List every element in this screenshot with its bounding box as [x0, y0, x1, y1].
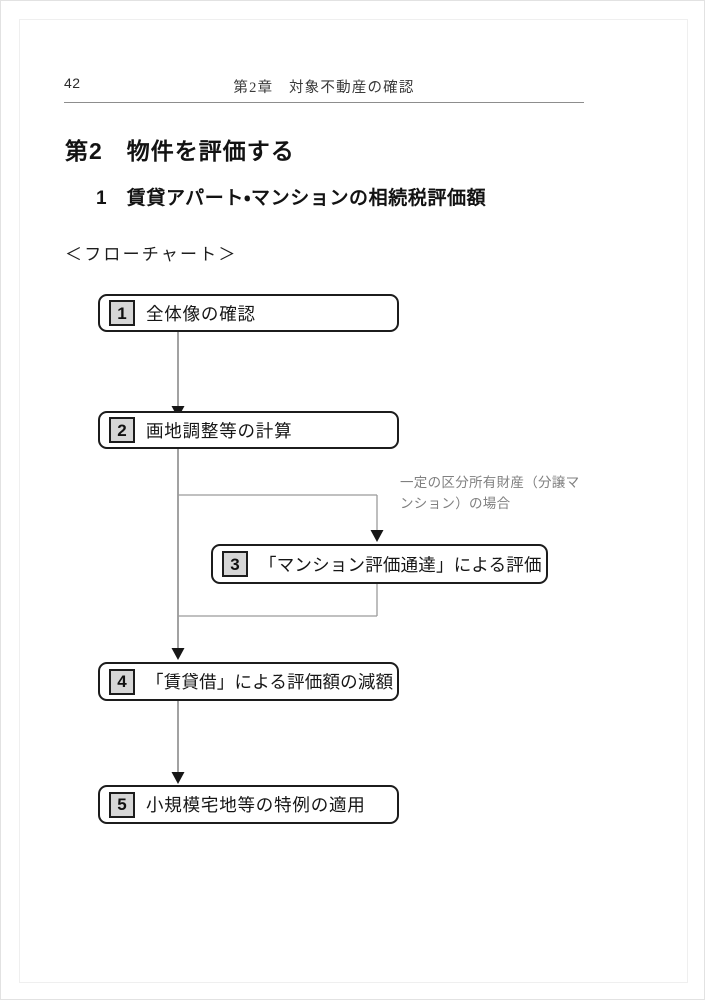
page-title: 第2 物件を評価する: [65, 138, 295, 164]
flow-node-1[interactable]: 1 全体像の確認: [98, 294, 399, 332]
flow-node-2-badge: 2: [109, 417, 135, 443]
flowchart-caption: ＜フローチャート＞: [65, 245, 238, 264]
flow-node-3[interactable]: 3 「マンション評価通達」による評価: [211, 544, 548, 584]
page-number: 42: [64, 75, 81, 91]
flow-node-4-badge: 4: [109, 668, 135, 695]
flow-node-5-label: 小規模宅地等の特例の適用: [146, 795, 366, 815]
flow-node-1-badge: 1: [109, 300, 135, 326]
arrowhead-into-box-4: [171, 648, 185, 660]
arrowhead-into-box-3: [370, 530, 384, 542]
subsection-title: 1 賃貸アパート・マンションの相続税評価額: [96, 188, 487, 209]
running-head: 42 第2章 対象不動産の確認: [64, 75, 584, 99]
page-inner-frame: [19, 19, 688, 983]
flow-node-1-label: 全体像の確認: [146, 303, 256, 324]
flow-node-2-label: 画地調整等の計算: [146, 420, 293, 441]
flow-node-4-label: 「賃貸借」による評価額の減額: [146, 672, 394, 692]
flow-node-5[interactable]: 5 小規模宅地等の特例の適用: [98, 785, 399, 824]
flow-node-4[interactable]: 4 「賃貸借」による評価額の減額: [98, 662, 399, 701]
flow-node-2[interactable]: 2 画地調整等の計算: [98, 411, 399, 449]
flow-node-5-badge: 5: [109, 791, 135, 818]
flow-node-3-label: 「マンション評価通達」による評価: [259, 554, 542, 575]
arrowhead-into-box-5: [171, 772, 185, 784]
flow-node-3-badge: 3: [222, 551, 248, 577]
branch-annotation: 一定の区分所有財産（分譲マンション）の場合: [400, 475, 580, 511]
chapter-title: 第2章 対象不動産の確認: [233, 80, 415, 96]
header-rule: [64, 102, 584, 103]
